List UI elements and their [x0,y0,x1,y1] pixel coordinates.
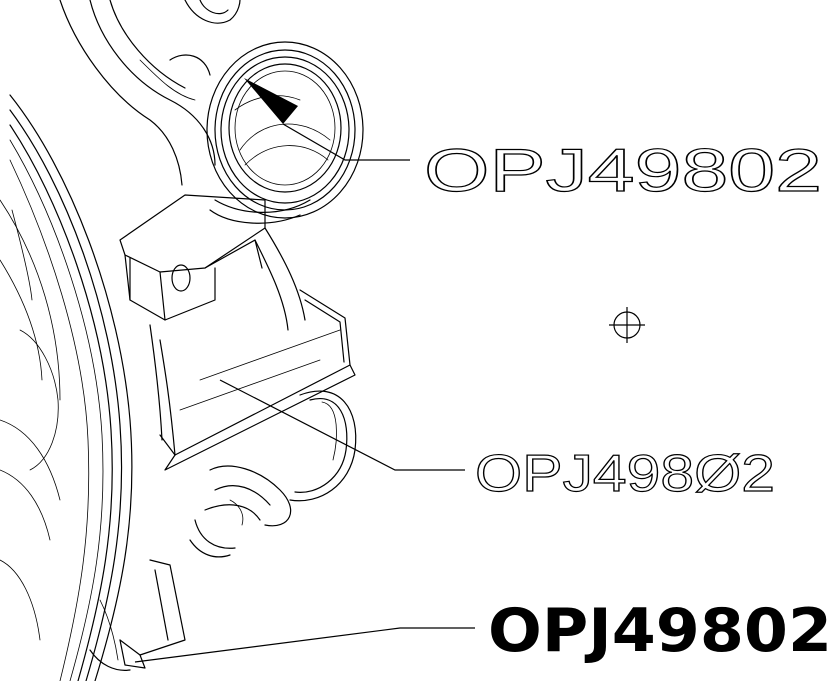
leader-arrowhead-icon [244,78,298,124]
ring-socket [206,41,364,224]
upper-bracket [59,0,241,186]
part-number-label-top: OPJ49802 [424,137,822,204]
housing-rim [0,94,133,681]
part-number-label-middle: OPJ498Ø2 [475,445,775,503]
part-number-label-bottom: OPJ49802 [488,596,832,666]
leader-lines [134,123,475,663]
crosshair-target-icon [609,307,645,343]
clip-body [89,194,357,671]
